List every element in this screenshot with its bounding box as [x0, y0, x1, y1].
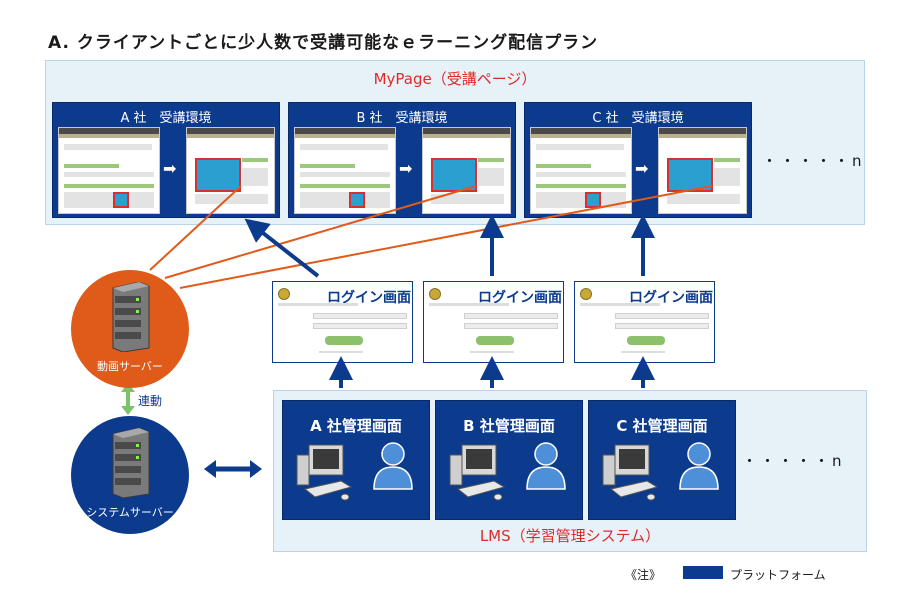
legend-platform-swatch — [683, 566, 723, 579]
system-server-label: システムサーバー — [86, 506, 174, 519]
computer-icon — [449, 444, 506, 501]
company-b-login-screen[interactable]: ログイン画面 — [423, 281, 564, 363]
arrow-right-icon: ➡ — [163, 159, 177, 178]
company-c-login-screen[interactable]: ログイン画面 — [574, 281, 715, 363]
video-server: 動画サーバー — [71, 270, 189, 388]
user-icon — [526, 442, 566, 490]
login-button[interactable] — [627, 336, 665, 345]
login-title: ログイン画面 — [478, 290, 562, 306]
company-a-admin[interactable]: A 社管理画面 — [282, 400, 430, 520]
video-player-screenshot — [186, 127, 275, 214]
company-b-environment[interactable]: B 社 受講環境 ➡ — [288, 102, 516, 218]
legend-note: 《注》 — [625, 568, 662, 582]
more-companies-ellipsis-top: ・・・・・n — [762, 152, 865, 170]
arrow-right-icon: ➡ — [635, 159, 649, 178]
company-c-admin-title: C 社管理画面 — [616, 417, 708, 435]
video-link-c — [179, 185, 713, 289]
login-button[interactable] — [325, 336, 363, 345]
server-icon — [112, 282, 150, 352]
video-link-b — [164, 185, 477, 279]
user-icon — [373, 442, 413, 490]
page-title: A. クライアントごとに少人数で受講可能なｅラーニング配信プラン — [48, 33, 599, 53]
login-title: ログイン画面 — [327, 290, 411, 306]
course-list-screenshot — [530, 127, 632, 214]
link-label: 連動 — [138, 394, 163, 408]
login-button[interactable] — [476, 336, 514, 345]
company-b-admin[interactable]: B 社管理画面 — [435, 400, 583, 520]
company-a-environment[interactable]: A 社 受講環境 ➡ — [52, 102, 280, 218]
video-link-a — [149, 185, 242, 271]
login-a-to-env-arrow — [244, 218, 320, 278]
company-c-env-title: C 社 受講環境 — [592, 111, 684, 126]
lms-label: LMS（学習管理システム） — [479, 527, 661, 545]
logo-icon — [580, 288, 592, 300]
arrow-right-icon: ➡ — [399, 159, 413, 178]
mypage-label: MyPage（受講ページ） — [373, 70, 537, 88]
video-player-screenshot — [422, 127, 511, 214]
course-list-screenshot — [294, 127, 396, 214]
logo-icon — [278, 288, 290, 300]
company-b-env-title: B 社 受講環境 — [356, 111, 448, 126]
computer-icon — [296, 444, 353, 501]
company-b-admin-title: B 社管理画面 — [463, 417, 555, 435]
system-server: システムサーバー — [71, 416, 189, 534]
video-server-label: 動画サーバー — [97, 360, 163, 373]
company-c-admin[interactable]: C 社管理画面 — [588, 400, 736, 520]
computer-icon — [602, 444, 659, 501]
company-a-admin-title: A 社管理画面 — [310, 417, 402, 435]
login-title: ログイン画面 — [629, 290, 713, 306]
company-a-env-title: A 社 受講環境 — [120, 111, 212, 126]
legend-platform-label: プラットフォーム — [730, 568, 826, 582]
more-companies-ellipsis-bottom: ・・・・・n — [742, 452, 845, 470]
server-icon — [112, 428, 150, 498]
course-list-screenshot — [58, 127, 160, 214]
user-icon — [679, 442, 719, 490]
logo-icon — [429, 288, 441, 300]
company-a-login-screen[interactable]: ログイン画面 — [272, 281, 413, 363]
